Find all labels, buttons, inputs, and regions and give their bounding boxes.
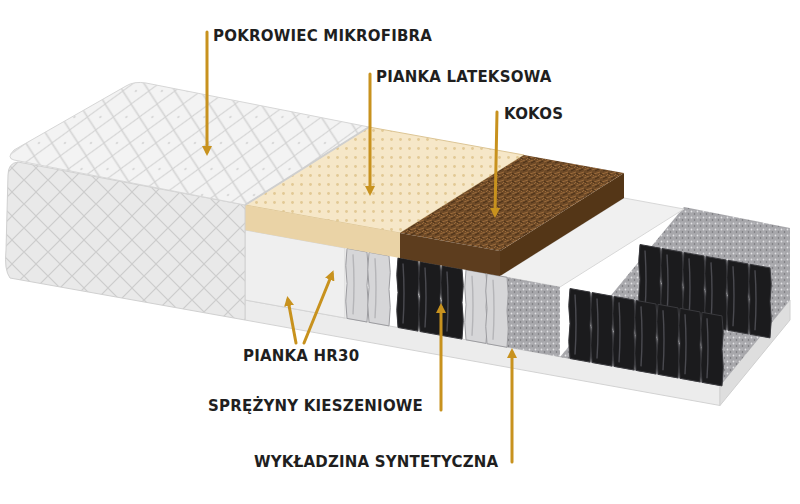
part-label: PIANKA HR30 [243,346,359,366]
part-label: SPRĘŻYNY KIESZENIOWE [208,396,423,416]
part-label: POKROWIEC MIKROFIBRA [213,26,432,46]
part-label: PIANKA LATEKSOWA [376,67,552,87]
part-label: WYKŁADZINA SYNTETYCZNA [254,452,498,472]
part-label: KOKOS [504,104,563,124]
